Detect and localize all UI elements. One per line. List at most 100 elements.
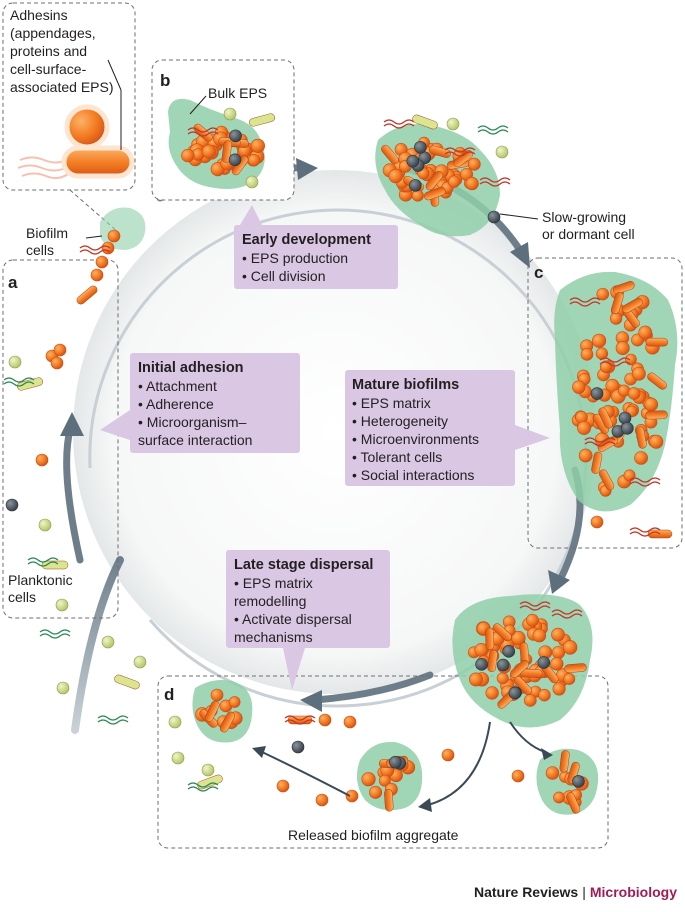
eps-fibre: [551, 609, 583, 615]
eps-fibre: [599, 361, 631, 367]
planktonic-rod: [197, 774, 223, 790]
eps-fibre: [629, 531, 661, 537]
stage-mature-item-1: • EPS matrix: [352, 395, 431, 411]
callout-connector: [69, 189, 119, 233]
orange-coccus: [632, 366, 646, 381]
planktonic-rod: [17, 377, 43, 391]
panel-letter-b: b: [160, 71, 170, 90]
planktonic-flagellum: [477, 125, 509, 131]
orange-rod: [566, 792, 581, 814]
callout-line-1: Adhesins: [10, 7, 68, 23]
orange-coccus: [577, 421, 591, 435]
stage-late-box: [226, 550, 390, 690]
stage-initial-items: • Attachment • Adherence • Microorganism…: [138, 378, 252, 448]
planktonic-coccus: [168, 715, 182, 729]
stage-early-items: • EPS production • Cell division: [242, 250, 352, 284]
orange-coccus: [638, 325, 653, 340]
bulk-eps-label: Bulk EPS: [208, 85, 267, 101]
orange-coccus: [538, 688, 551, 702]
planktonic-coccus: [201, 763, 215, 777]
biofilm-cells-label: Biofilm cells: [26, 225, 72, 258]
orange-coccus: [101, 241, 115, 255]
panel-letter-a: a: [8, 273, 18, 292]
planktonic-flagellum: [97, 715, 129, 721]
orange-coccus: [181, 148, 195, 163]
eps-fibre: [187, 131, 219, 137]
biofilm-cells-line-2: cells: [26, 242, 54, 258]
leader-slow-growing: [499, 213, 539, 220]
eps-fibre: [444, 147, 476, 153]
orange-coccus: [441, 748, 455, 762]
eps-fibre: [629, 527, 661, 533]
dormant-cell: [496, 658, 510, 672]
panel-a-box: [2, 259, 119, 619]
planktonic-coccus: [446, 117, 460, 131]
eps-fibre: [584, 441, 616, 447]
stage-early-item-2: • Cell division: [242, 268, 326, 284]
slow-growing-line-2: or dormant cell: [542, 226, 635, 242]
leader-biofilm-cells: [85, 235, 103, 239]
stage-mature-item-4: • Tolerant cells: [352, 449, 442, 465]
planktonic-flagellum: [3, 381, 35, 387]
orange-rod: [635, 426, 647, 449]
journal-name: Nature Reviews: [473, 884, 579, 900]
planktonic-rod: [249, 113, 275, 127]
planktonic-label: Planktonic cells: [8, 572, 76, 605]
stage-mature-box: [345, 370, 550, 486]
eps-fibre: [479, 181, 511, 187]
stage-late-item-1: • EPS matrix: [234, 575, 313, 591]
orange-coccus: [551, 627, 565, 642]
journal-footer: Nature Reviews|Microbiology: [474, 884, 677, 900]
callout-line-4: cell-surface-: [10, 61, 87, 77]
planktonic-line-1: Planktonic: [8, 572, 73, 588]
orange-rod: [384, 789, 394, 812]
dispersal-arrow-3-head: [252, 746, 266, 758]
arrow-head-a: [60, 412, 84, 436]
orange-coccus: [553, 791, 565, 804]
eps-fibre: [479, 177, 511, 183]
eps-fibre: [284, 719, 316, 725]
eps-blob-d-left: [192, 680, 253, 743]
orange-coccus: [35, 453, 49, 467]
dormant-cell: [621, 421, 634, 435]
planktonic-coccus: [171, 751, 185, 765]
orange-coccus: [572, 380, 586, 394]
eps-fibre: [569, 297, 601, 303]
callout-label: Adhesins (appendages, proteins and cell-…: [10, 7, 114, 95]
stage-early-box: [234, 205, 398, 289]
orange-rod: [381, 144, 399, 165]
dormant-cell: [5, 498, 19, 512]
orange-coccus: [90, 268, 104, 282]
orange-coccus: [343, 715, 357, 729]
bacteria-cells: [3, 107, 673, 814]
stage-late-title: Late stage dispersal: [234, 557, 373, 573]
dormant-cell: [229, 129, 242, 143]
dispersal-arrow-3: [261, 751, 351, 797]
eps-fibre: [79, 249, 111, 255]
journal-section: Microbiology: [589, 884, 677, 900]
orange-coccus: [467, 157, 481, 171]
planktonic-coccus: [133, 655, 147, 669]
panel-c-box: [527, 257, 683, 549]
arrow-head-d: [300, 690, 322, 712]
eps-fibre: [284, 715, 316, 721]
orange-coccus: [580, 348, 594, 361]
dormant-cell: [572, 775, 585, 788]
orange-coccus: [545, 766, 560, 780]
planktonic-rod: [114, 674, 140, 690]
orange-coccus: [615, 341, 630, 356]
orange-rod: [567, 761, 580, 784]
orange-rod: [423, 186, 446, 201]
callout-line-2: (appendages,: [10, 25, 96, 41]
arrow-head-c: [510, 242, 530, 268]
planktonic-coccus: [38, 518, 52, 532]
orange-coccus: [247, 154, 261, 167]
orange-coccus: [644, 397, 659, 412]
dormant-cell: [228, 153, 242, 167]
panel-d-box: [157, 675, 609, 849]
planktonic-flagellum: [27, 557, 59, 563]
orange-rod: [598, 469, 615, 491]
planktonic-coccus: [495, 145, 509, 159]
orange-coccus: [315, 793, 329, 807]
orange-coccus: [201, 144, 216, 159]
